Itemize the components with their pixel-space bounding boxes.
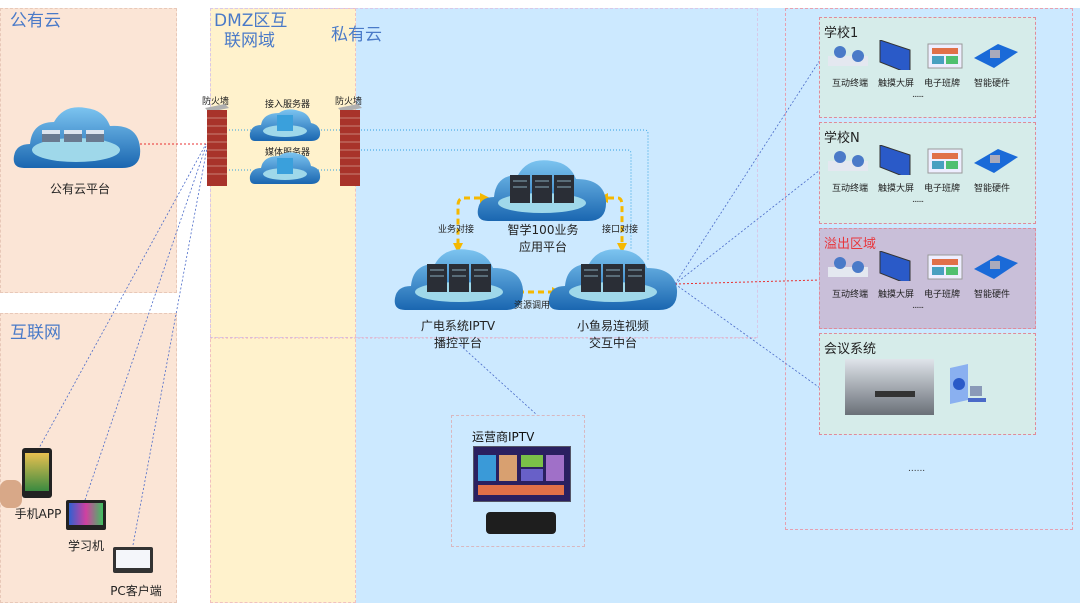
device-label: 触摸大屏 <box>877 290 914 300</box>
xiaoyu-platform-icon <box>548 249 678 310</box>
device-label: 电子班牌 <box>923 79 960 89</box>
touch-screen-icon <box>874 144 926 180</box>
link-fw2-xiaoyu-b <box>358 149 632 250</box>
firewall-right-icon <box>338 104 362 186</box>
device-label: 触摸大屏 <box>877 184 914 194</box>
link-xiaoyu-school1 <box>674 59 821 285</box>
smart-hardware-icon <box>970 145 1022 175</box>
smart-hardware-icon <box>970 251 1022 281</box>
touch-screen-icon <box>874 39 926 75</box>
iptv-platform-label-1: 广电系统IPTV <box>420 319 496 333</box>
business-link-arrow <box>456 196 480 244</box>
public-cloud-platform-label: 公有云平台 <box>49 182 110 196</box>
resource-link-label: 资源调用 <box>514 301 551 311</box>
public-cloud-title: 公有云 <box>10 11 61 31</box>
more-devices: ...... <box>912 195 924 205</box>
interactive-terminal-icon <box>824 251 876 281</box>
dmz-zone <box>210 8 356 603</box>
class-board-icon <box>924 40 976 70</box>
site-title: 学校N <box>824 131 860 146</box>
more-sites: ...... <box>908 464 926 474</box>
device-label: 智能硬件 <box>973 79 1010 89</box>
site-title: 溢出区域 <box>824 237 877 252</box>
device-label: 互动终端 <box>831 184 868 194</box>
learning-device-label: 学习机 <box>67 539 104 553</box>
smart-hardware-icon <box>970 40 1022 70</box>
interface-link-arrow <box>608 196 624 244</box>
xiaoyu-platform-label-1: 小鱼易连视频 <box>576 319 649 333</box>
class-board-icon <box>924 145 976 175</box>
dmz-title-line2: 联网域 <box>224 31 275 51</box>
endpoint-sites-boundary <box>785 8 1073 530</box>
private-cloud-title: 私有云 <box>331 25 382 45</box>
site-meeting-system: 会议系统 <box>819 333 1036 435</box>
firewall-left-label: 防火墙 <box>202 97 230 107</box>
xiaoyu-platform-label-2: 交互中台 <box>588 336 637 350</box>
device-label: 智能硬件 <box>973 290 1010 300</box>
internet-title: 互联网 <box>10 323 61 343</box>
device-label: 智能硬件 <box>973 184 1010 194</box>
learning-device-icon <box>66 500 106 530</box>
mobile-device-icon <box>22 448 52 498</box>
operator-iptv-label: 运营商IPTV <box>472 430 535 444</box>
device-label: 电子班牌 <box>923 290 960 300</box>
site-school-1: 学校1 互动终端 触摸大屏 电子班牌 智能硬件 ...... <box>819 17 1036 118</box>
interactive-terminal-icon <box>824 145 876 175</box>
media-server-icon <box>249 152 321 184</box>
touch-screen-icon <box>874 250 926 286</box>
link-pc-firewall <box>132 147 208 546</box>
video-conference-icon <box>950 364 986 404</box>
class-board-icon <box>924 251 976 281</box>
site-overflow-area: 溢出区域 互动终端 触摸大屏 电子班牌 智能硬件 ...... <box>819 228 1036 329</box>
set-top-box-icon <box>486 512 556 534</box>
link-xiaoyu-schoolN <box>674 169 821 285</box>
site-title: 会议系统 <box>824 342 877 357</box>
device-label: 互动终端 <box>831 79 868 89</box>
more-devices: ...... <box>912 90 924 100</box>
iptv-screen-icon <box>473 446 571 502</box>
hand-icon <box>0 480 22 508</box>
meeting-room-photo <box>845 359 934 415</box>
link-iptv-operator <box>459 344 538 416</box>
site-title: 学校1 <box>824 26 859 41</box>
access-server-label: 接入服务器 <box>265 100 311 110</box>
business-link-label: 业务对接 <box>438 225 475 235</box>
interactive-terminal-icon <box>824 40 876 70</box>
firewall-right-label: 防火墙 <box>335 97 363 107</box>
public-cloud-platform-icon <box>13 107 141 168</box>
iptv-platform-icon <box>394 249 524 310</box>
dmz-title-line1: DMZ区互 <box>214 11 288 31</box>
iptv-platform-label-2: 播控平台 <box>433 336 482 350</box>
device-label: 电子班牌 <box>923 184 960 194</box>
device-label: 互动终端 <box>831 290 868 300</box>
device-label: 触摸大屏 <box>877 79 914 89</box>
more-devices: ...... <box>912 301 924 311</box>
mobile-app-label: 手机APP <box>14 507 62 521</box>
pc-client-icon <box>113 547 153 573</box>
link-xiaoyu-meeting <box>674 283 821 389</box>
link-learning-firewall <box>84 145 207 501</box>
zhixue-platform-label-2: 应用平台 <box>518 240 567 254</box>
access-server-icon <box>249 109 321 141</box>
zhixue-platform-label-1: 智学100业务 <box>507 223 579 237</box>
interface-link-label: 接口对接 <box>602 225 639 235</box>
zhixue-platform-icon <box>477 160 607 221</box>
firewall-left-icon <box>205 104 229 186</box>
operator-iptv-box: 运营商IPTV <box>451 415 585 547</box>
link-xiaoyu-overflow <box>674 279 821 285</box>
site-school-n: 学校N 互动终端 触摸大屏 电子班牌 智能硬件 ...... <box>819 122 1036 224</box>
pc-client-label: PC客户端 <box>110 584 162 598</box>
